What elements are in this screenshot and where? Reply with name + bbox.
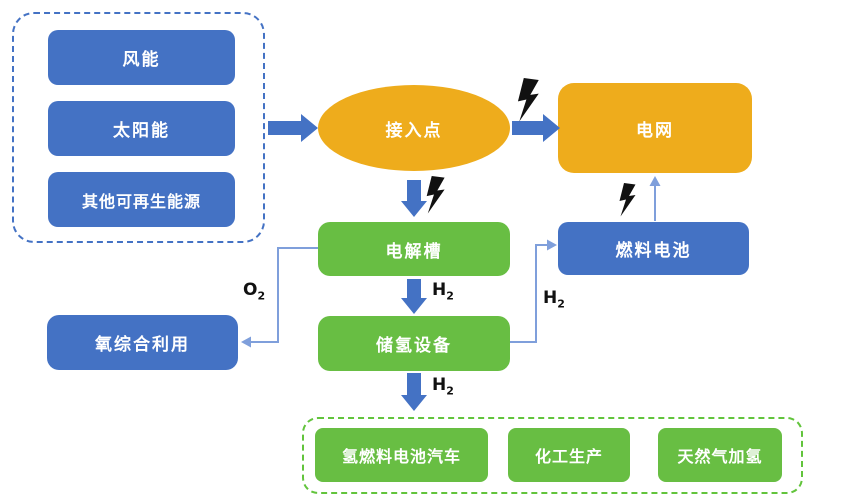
node-fuel-cell: 燃料电池 <box>558 222 749 275</box>
node-fuel-cell-vehicle: 氢燃料电池汽车 <box>315 428 488 482</box>
node-natural-gas-blending-label: 天然气加氢 <box>677 447 763 466</box>
node-other-renewables-label: 其他可再生能源 <box>81 191 201 211</box>
node-access-point: 接入点 <box>318 85 510 171</box>
arrow-electrolyzer-to-storage <box>401 279 427 314</box>
hydrogen-applications-group <box>302 417 803 494</box>
node-chemical-production: 化工生产 <box>508 428 630 482</box>
node-wind-energy-label: 风能 <box>122 50 161 70</box>
node-wind-energy: 风能 <box>48 30 235 85</box>
node-solar-energy: 太阳能 <box>48 101 235 156</box>
node-power-grid-label: 电网 <box>636 120 674 141</box>
arrow-sources-to-access-point <box>268 114 318 142</box>
renewable-sources-group <box>12 12 265 243</box>
arrow-access-point-to-grid <box>512 114 560 142</box>
lightning-icon <box>426 176 445 214</box>
node-oxygen-utilization: 氧综合利用 <box>47 315 238 370</box>
connector-h2-arrowhead <box>547 239 557 251</box>
flow-label-h2-to-applications: H2 <box>432 375 454 398</box>
arrow-access-point-to-electrolyzer <box>401 180 427 217</box>
node-chemical-production-label: 化工生产 <box>534 447 603 466</box>
connector-fuelcell-to-grid-arrowhead <box>649 176 661 186</box>
connector-o2-arrowhead <box>241 336 251 348</box>
node-natural-gas-blending: 天然气加氢 <box>658 428 782 482</box>
flow-label-o2: O2 <box>243 280 266 303</box>
node-oxygen-utilization-label: 氧综合利用 <box>95 335 190 355</box>
node-other-renewables: 其他可再生能源 <box>48 172 235 227</box>
node-electrolyzer: 电解槽 <box>318 222 510 276</box>
node-electrolyzer-label: 电解槽 <box>385 241 443 262</box>
arrow-storage-to-applications <box>401 373 427 411</box>
lightning-icon <box>517 78 539 122</box>
node-solar-energy-label: 太阳能 <box>113 121 170 141</box>
flow-label-h2-to-storage: H2 <box>432 280 454 303</box>
node-fuel-cell-vehicle-label: 氢燃料电池汽车 <box>341 447 461 466</box>
node-hydrogen-storage-label: 储氢设备 <box>376 336 452 356</box>
node-hydrogen-storage: 储氢设备 <box>318 316 510 371</box>
node-power-grid: 电网 <box>558 83 752 173</box>
node-fuel-cell-label: 燃料电池 <box>615 241 692 261</box>
node-access-point-label: 接入点 <box>385 120 443 141</box>
flow-label-h2-to-fuel-cell: H2 <box>543 288 565 311</box>
lightning-icon <box>619 183 636 217</box>
